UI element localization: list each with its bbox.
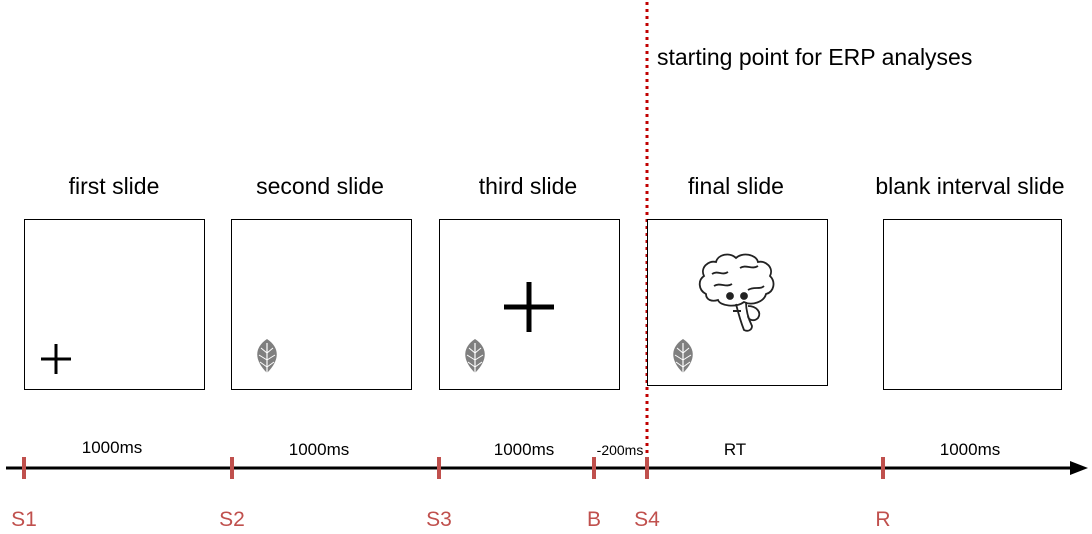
leaf-icon xyxy=(257,339,277,375)
marker-tick-s4 xyxy=(645,457,649,479)
marker-label-s2: S2 xyxy=(219,508,245,531)
brain-icon xyxy=(698,253,775,332)
slide-second xyxy=(231,219,412,390)
fixation-cross-small-icon xyxy=(41,344,71,374)
slide-title-first: first slide xyxy=(68,173,160,199)
slide-first xyxy=(24,219,205,390)
leaf-icon xyxy=(673,339,693,375)
erp-start-label: starting point for ERP analyses xyxy=(657,44,973,70)
slide-final-graphics xyxy=(673,253,775,375)
duration-label-baseline: -200ms xyxy=(596,442,644,458)
marker-label-s4: S4 xyxy=(634,508,660,531)
fixation-cross-large-icon xyxy=(504,282,554,332)
slide-title-final: final slide xyxy=(688,173,784,199)
timeline-arrowhead xyxy=(1070,461,1088,475)
slide-final xyxy=(647,219,828,386)
slide-title-third: third slide xyxy=(478,173,578,199)
slide-title-second: second slide xyxy=(256,173,384,199)
marker-tick-b xyxy=(592,457,596,479)
duration-label-3: 1000ms xyxy=(493,440,555,459)
slide-blank-interval xyxy=(883,219,1062,390)
duration-label-rt: RT xyxy=(723,440,747,459)
marker-tick-s2 xyxy=(230,457,234,479)
marker-label-s1: S1 xyxy=(11,508,37,531)
duration-label-4: 1000ms xyxy=(939,440,1001,459)
marker-label-b: B xyxy=(586,508,601,531)
duration-label-2: 1000ms xyxy=(288,440,350,459)
marker-tick-r xyxy=(881,457,885,479)
marker-label-r: R xyxy=(875,508,891,531)
marker-label-s3: S3 xyxy=(426,508,452,531)
marker-tick-s3 xyxy=(437,457,441,479)
leaf-icon xyxy=(465,339,485,375)
slide-third xyxy=(439,219,620,390)
duration-label-1: 1000ms xyxy=(81,438,143,457)
slide-title-blank-interval: blank interval slide xyxy=(875,173,1065,199)
slide-third-graphics xyxy=(465,282,554,375)
marker-tick-s1 xyxy=(22,457,26,479)
